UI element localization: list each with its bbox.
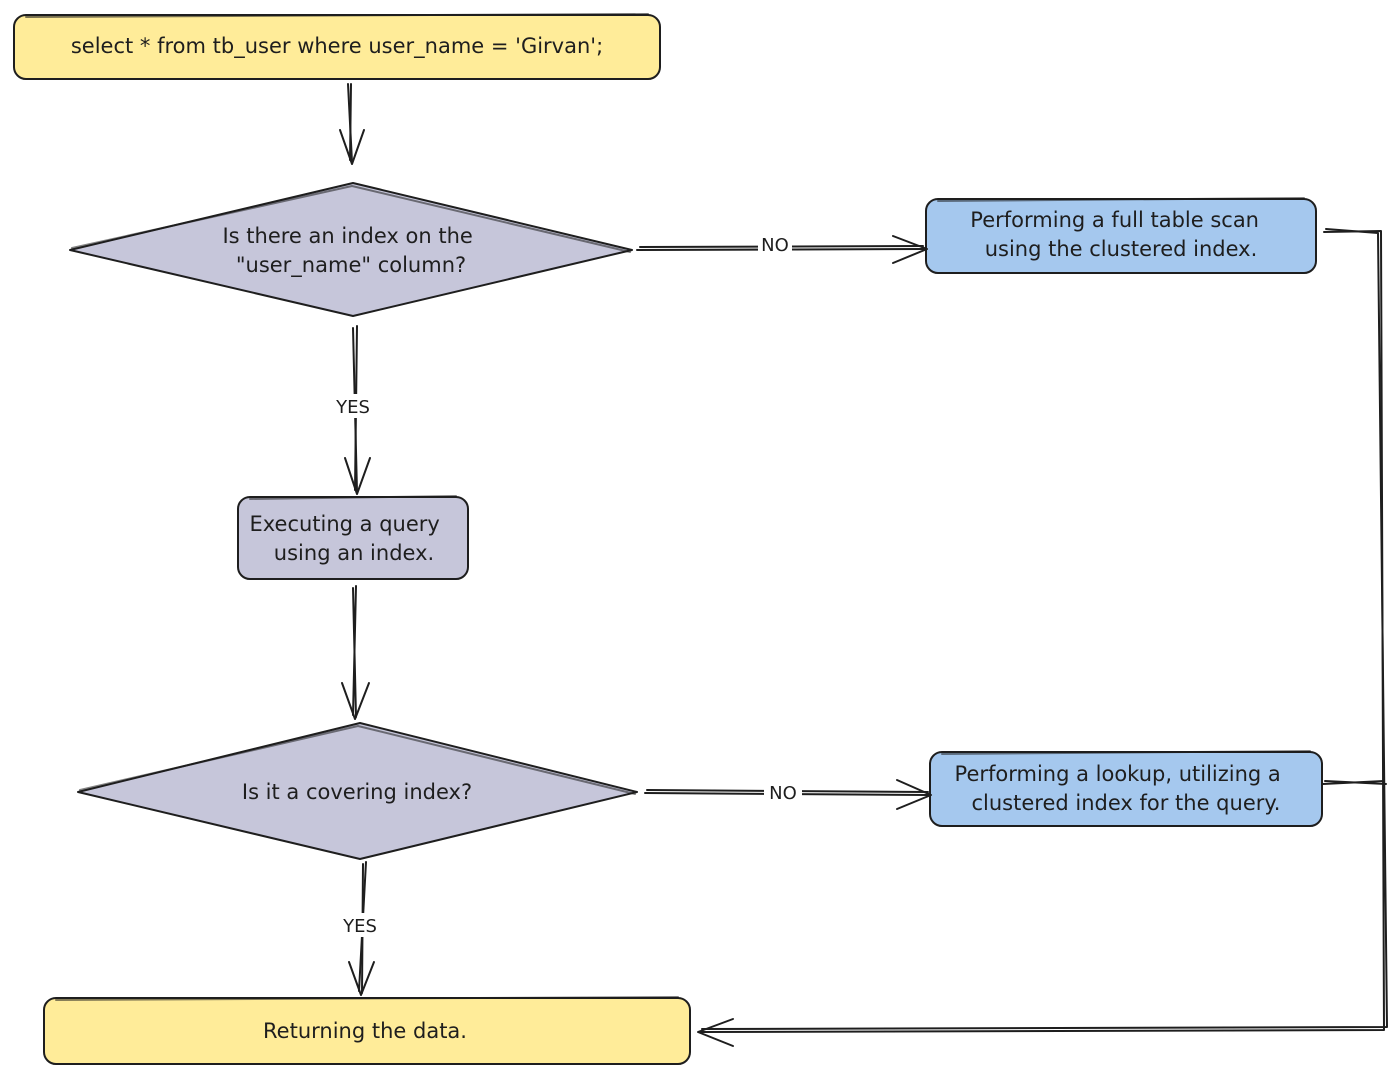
edge-no-to-lookup: NO <box>644 779 932 810</box>
return-data-text: Returning the data. <box>263 1019 467 1043</box>
edge-label-no-2: NO <box>769 783 797 804</box>
edge-label-no-1: NO <box>761 235 789 256</box>
execute-with-index-box-shape <box>237 496 469 580</box>
edge-yes-to-execute: YES <box>328 325 378 495</box>
edge-execute-to-covering <box>341 585 370 720</box>
decision-covering-index: Is it a covering index? <box>77 722 638 860</box>
edge-label-yes-1: YES <box>335 397 370 418</box>
edge-sql-to-decision <box>339 83 365 165</box>
sql-query-text: select * from tb_user where user_name = … <box>71 34 603 59</box>
execute-with-index-box: Executing a query using an index. <box>237 495 469 580</box>
execute-with-index-text: Executing a query using an index. <box>249 512 446 565</box>
edge-yes-to-return: YES <box>335 861 385 996</box>
edge-label-yes-2: YES <box>342 916 377 937</box>
edge-lookup-to-rail <box>1322 780 1387 785</box>
lookup-text: Performing a lookup, utilizing a cluster… <box>955 762 1288 815</box>
decision-index-exists: Is there an index on the "user_name" col… <box>69 182 633 317</box>
sql-query-box: select * from tb_user where user_name = … <box>13 13 661 80</box>
edge-no-to-full-scan: NO <box>636 234 928 264</box>
lookup-box: Performing a lookup, utilizing a cluster… <box>929 750 1323 827</box>
decision-covering-index-text: Is it a covering index? <box>242 780 472 804</box>
return-data-box: Returning the data. <box>43 996 691 1065</box>
full-table-scan-box: Performing a full table scan using the c… <box>925 197 1317 274</box>
decision-index-exists-text: Is there an index on the "user_name" col… <box>222 224 479 278</box>
edge-full-scan-to-return <box>697 228 1388 1047</box>
decision-index-exists-shape <box>69 182 633 317</box>
full-table-scan-text: Performing a full table scan using the c… <box>970 208 1265 261</box>
